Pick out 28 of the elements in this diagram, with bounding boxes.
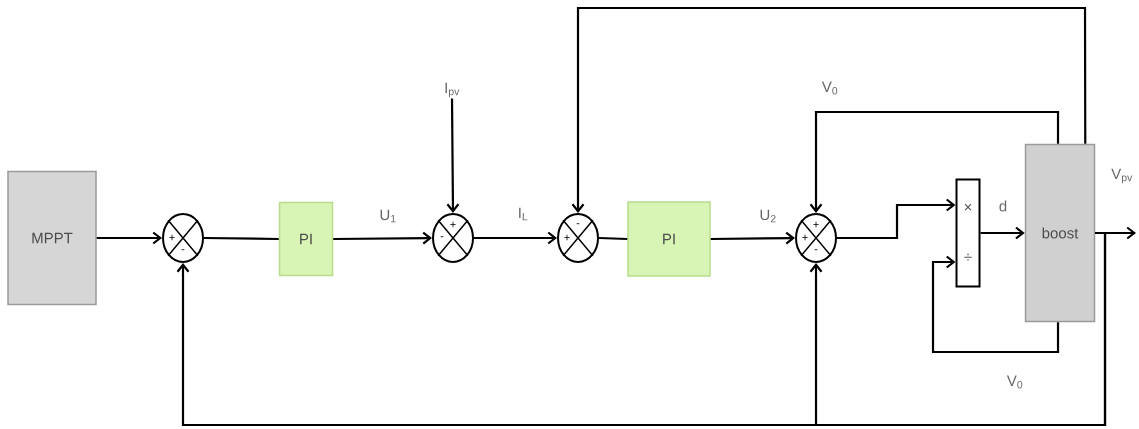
arrow — [980, 226, 1025, 240]
arrow — [809, 231, 1107, 427]
summing-junction: - + — [557, 213, 599, 263]
summing-junction: + - — [162, 213, 204, 263]
process-box: MPPT — [7, 170, 97, 306]
edge-label: U$_{1}$ — [378, 208, 398, 224]
edge-label: d — [997, 199, 1009, 213]
input-label: I$_{pv}$ — [445, 82, 460, 98]
edge-label: I$_{L}$ — [516, 206, 530, 222]
multiply-divide-block: × ÷ — [955, 178, 981, 288]
plant-box: boost — [1024, 143, 1096, 323]
arrow — [333, 231, 432, 245]
summing-junction: + - — [432, 213, 474, 263]
edge-label: V$_{pv}$ — [1110, 167, 1134, 185]
arrow — [710, 231, 795, 245]
edge-label: U$_{2}$ — [758, 208, 778, 224]
edge-label: V$_{0}$ — [1005, 374, 1025, 390]
controller-box: PI — [278, 201, 334, 277]
arrow — [931, 255, 1060, 354]
arrow — [837, 198, 956, 240]
arrow — [809, 110, 1060, 213]
arrow — [474, 231, 557, 245]
summing-junction: + + - — [795, 213, 837, 263]
arrow — [571, 6, 1087, 213]
arrow — [446, 98, 460, 213]
controller-box: PI — [627, 201, 711, 277]
arrow — [96, 231, 162, 245]
edge-label: V$_{0}$ — [820, 80, 840, 96]
